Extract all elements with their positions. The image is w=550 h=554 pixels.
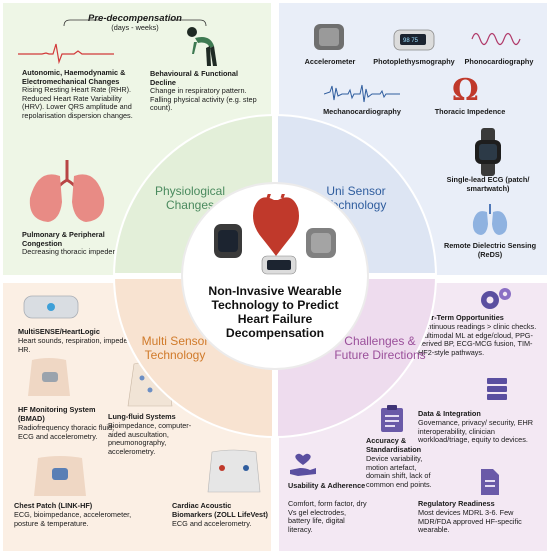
lungs-icon: [472, 204, 508, 235]
server-icon: [487, 378, 507, 400]
ecg-label: Single-lead ECG (patch/ smartwatch): [446, 175, 530, 193]
data-integration-title: Data & Integration: [418, 409, 481, 418]
smartwatch-icon: [475, 128, 501, 176]
regulatory-title: Regulatory Readiness: [418, 499, 495, 508]
sound-wave-icon: [471, 32, 521, 46]
lifevest-title: Cardiac Acoustic Biomarkers (ZOLL LifeVe…: [172, 501, 268, 519]
svg-text:98 75: 98 75: [403, 38, 419, 44]
accuracy-title: Accuracy & Standardisation: [366, 436, 422, 454]
lungs-icon: [29, 160, 105, 222]
pulse-oximeter-icon: 98 75: [393, 29, 435, 51]
ppg-label: Photoplethysmography: [373, 57, 455, 66]
usability-body: Comfort, form factor, dry Vs gel electro…: [288, 499, 367, 534]
lung-fluid-body: Bioimpedance, computer-aided auscultatio…: [108, 421, 192, 456]
center-title: Non-Invasive Wearable Technology to Pred…: [208, 284, 342, 340]
mechanocardiography-wave-icon: [324, 84, 400, 103]
segment-uni-sensor: Uni Sensor Technology: [325, 184, 387, 212]
segment-challenges: Challenges & Future Directions: [334, 334, 426, 362]
chest-patch-icon: [34, 456, 86, 496]
document-icon: [481, 469, 499, 495]
clipboard-icon: [381, 405, 403, 432]
pcg-label: Phonocardiography: [464, 57, 534, 66]
lung-fluid-title: Lung-fluid Systems: [108, 412, 176, 421]
accuracy-body: Device variability, motion artefact, dom…: [366, 454, 432, 489]
lifevest-icon: [207, 449, 261, 493]
hf-monitor-device-icon: [28, 358, 70, 396]
near-term-title: Near-Term Opportunities: [418, 313, 504, 322]
multisense-device-icon: [23, 295, 79, 319]
behavioural-title: Behavioural & Functional Decline: [150, 69, 238, 87]
person-bending-icon: [187, 27, 217, 66]
multisense-title: MultiSENSE/HeartLogic: [18, 327, 100, 336]
hf-monitor-body: Radiofrequency thoracic fluid, ECG and a…: [18, 423, 115, 441]
autonomic-body: Rising Resting Heart Rate (RHR). Reduced…: [22, 85, 133, 120]
chest-patch-title: Chest Patch (LINK-HF): [14, 501, 93, 510]
regulatory-body: Most devices MDRL 3-6. Few MDR/FDA appro…: [418, 508, 522, 535]
reds-label: Remote Dielectric Sensing (ReDS): [443, 241, 537, 259]
accelerometer-label: Accelerometer: [304, 57, 356, 66]
mcg-label: Mechanocardiography: [323, 107, 401, 116]
chest-patch-body: ECG, bioimpedance, accelerometer, postur…: [14, 510, 132, 528]
pre-decompensation-title: Pre-decompensation: [88, 13, 182, 24]
near-term-body: Continuous readings > clinic checks. Mul…: [418, 322, 537, 357]
segment-physiological: Physiological Changes: [154, 184, 226, 212]
center-devices-illustration: [214, 194, 336, 275]
pre-decompensation-bracket: [63, 19, 207, 27]
accelerometer-device-icon: [314, 24, 344, 50]
lifevest-body: ECG and accelerometry.: [172, 519, 252, 528]
pre-decompensation-subtitle: (days - weeks): [111, 23, 159, 32]
hand-heart-icon: [290, 453, 316, 476]
omega-icon: Ω: [452, 73, 479, 108]
data-integration-body: Governance, privacy/ security, EHR inter…: [418, 418, 534, 445]
pulmonary-title: Pulmonary & Peripheral Congestion: [22, 230, 105, 248]
gears-icon: [481, 288, 511, 309]
thoracic-label: Thoracic Impedence: [434, 107, 506, 116]
autonomic-title: Autonomic, Haemodynamic & Electromechani…: [22, 68, 126, 86]
segment-multi-sensor: Multi Sensor Technology: [141, 334, 209, 362]
usability-title: Usability & Adherence: [288, 481, 366, 490]
pulmonary-body: Decreasing thoracic impedence.: [22, 247, 127, 256]
behavioural-body: Change in respiratory pattern. Falling p…: [150, 86, 257, 113]
ecg-waveform-icon: [18, 43, 114, 65]
hf-monitor-title: HF Monitoring System (BMAD): [18, 405, 96, 423]
multisense-body: Heart sounds, respiration, impedence, HR…: [18, 336, 142, 354]
